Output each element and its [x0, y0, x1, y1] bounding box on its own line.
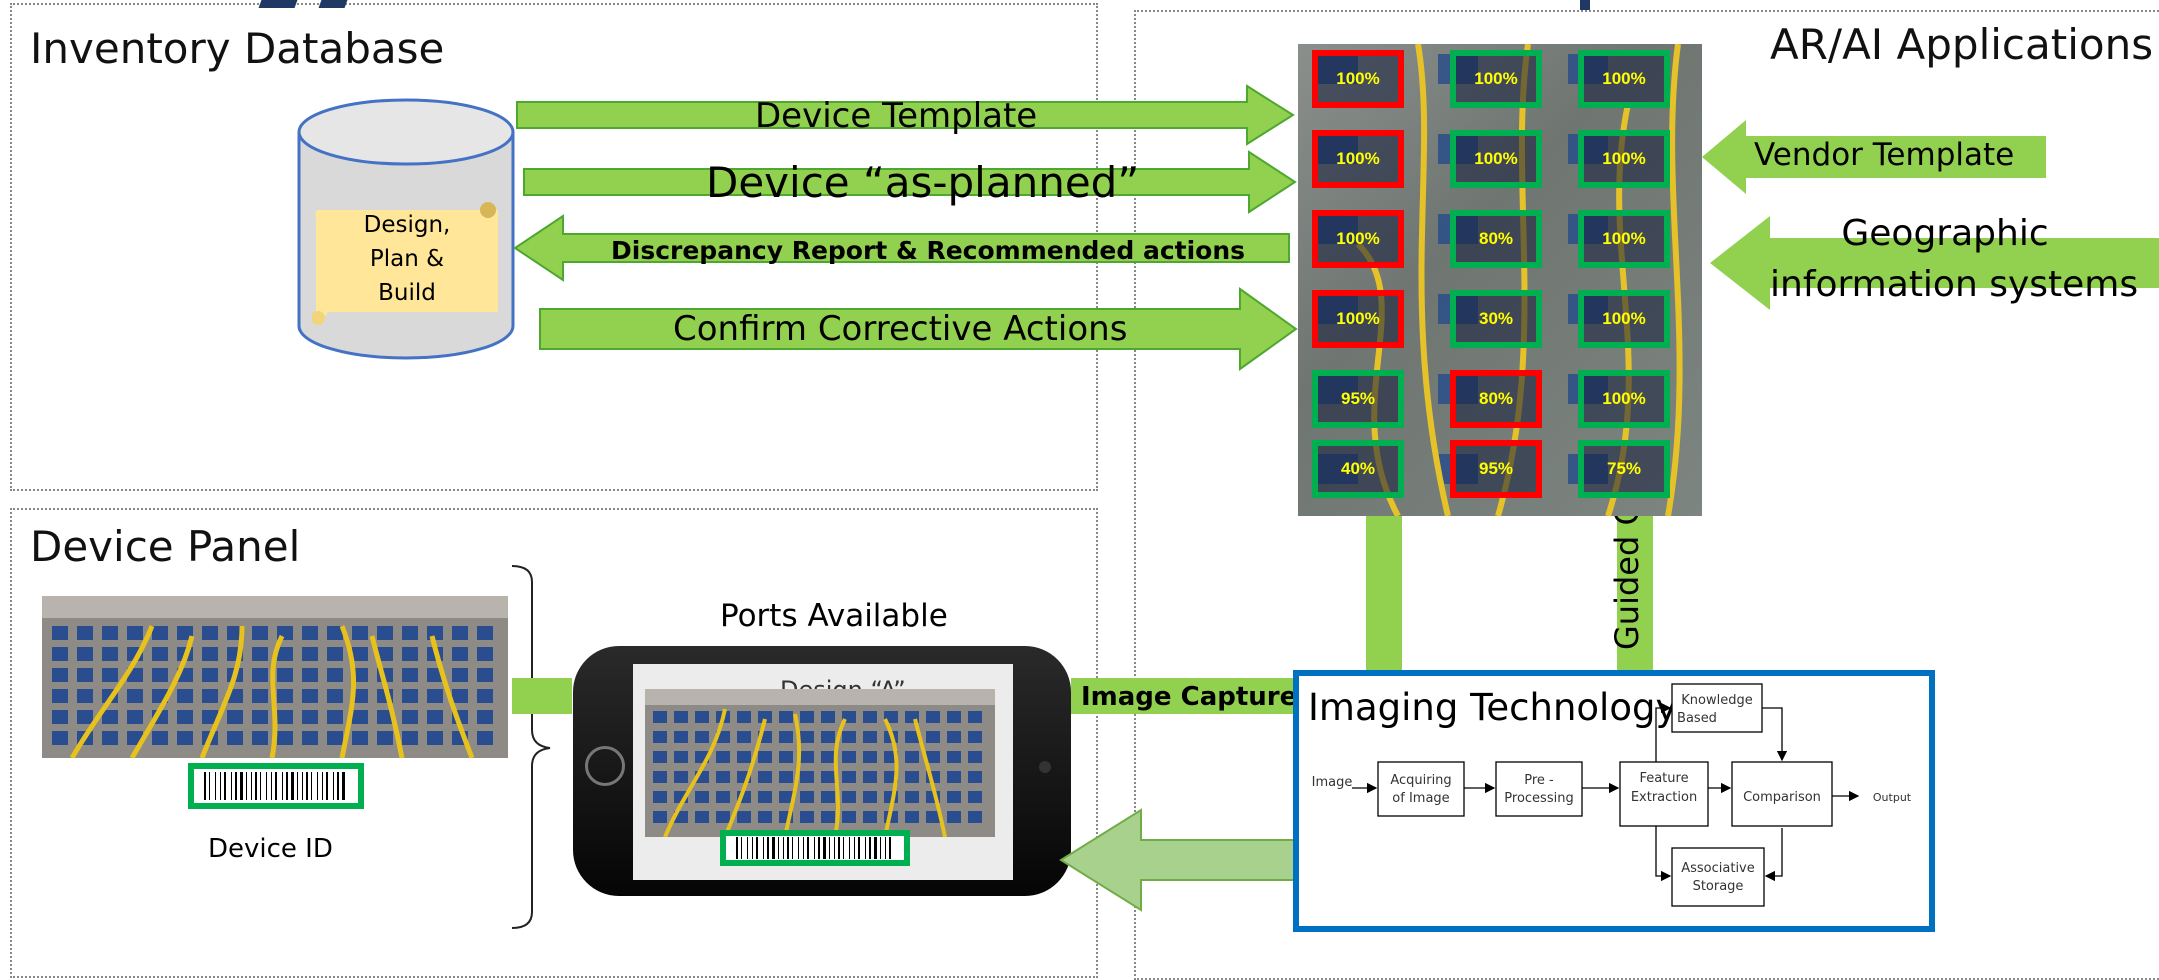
vendor-template-arrow: [1702, 120, 2046, 194]
inventory-database-title: Inventory Database: [30, 24, 445, 73]
db-label-line-1: Design,: [363, 212, 451, 238]
guided-label: Guided C: [1608, 503, 1646, 650]
image-input-text: Image: [1312, 775, 1352, 790]
ar-percent-box: 100%: [1312, 50, 1404, 108]
ar-percent-value: 100%: [1336, 149, 1380, 168]
phone-screen-ports: [645, 689, 995, 837]
device-panel-photo: [42, 596, 508, 758]
device-id-barcode: [204, 772, 345, 800]
ar-percent-value: 75%: [1606, 459, 1642, 478]
ar-percent-value: 100%: [1336, 229, 1380, 248]
title-remnant-3: [1580, 0, 1590, 10]
ar-percent-value: 100%: [1602, 149, 1646, 168]
ar-percent-value: 100%: [1336, 309, 1380, 328]
phone-home-button[interactable]: [585, 746, 625, 786]
title-remnant-2: [318, 0, 348, 8]
ar-percent-box: 100%: [1578, 210, 1670, 268]
image-capture-connector-vertical: [1366, 510, 1402, 670]
device-template-arrow: [516, 84, 1295, 146]
image-capture-connector: [1071, 678, 1295, 714]
device-panel-ports: [42, 596, 508, 758]
device-as-planned-arrow: [523, 150, 1297, 214]
associative-storage-box: [1671, 847, 1765, 907]
confirm-actions-arrow: [539, 287, 1298, 371]
phone-screen-photo: [645, 689, 995, 837]
ar-percent-value: 80%: [1478, 389, 1514, 408]
ar-percent-box: 30%: [1450, 290, 1542, 348]
ar-percent-box: 100%: [1312, 290, 1404, 348]
ports-available-label: Ports Available: [720, 598, 948, 634]
sticky-note: [312, 202, 498, 325]
ar-percent-box: 100%: [1578, 370, 1670, 428]
ar-percent-box: 100%: [1450, 130, 1542, 188]
discrepancy-label: Discrepancy Report & Recommended actions: [611, 236, 1246, 265]
device-id-label: Device ID: [208, 834, 333, 864]
device-to-phone-connector: [512, 678, 572, 714]
comparison-text: Comparison: [1743, 790, 1821, 805]
preprocessing-line-2: Processing: [1504, 791, 1573, 806]
feature-line-2: Extraction: [1631, 790, 1697, 805]
ar-percent-box: 100%: [1578, 290, 1670, 348]
phone-barcode: [736, 837, 891, 859]
device-as-planned-label: Device “as-planned”: [706, 158, 1140, 207]
preprocessing-line-1: Pre -: [1524, 773, 1554, 788]
ar-percent-value: 100%: [1602, 309, 1646, 328]
discrepancy-arrow: [513, 214, 1290, 282]
geographic-arrow: [1710, 216, 2159, 310]
ar-percent-box: 100%: [1312, 210, 1404, 268]
ar-percent-box: 100%: [1312, 130, 1404, 188]
feature-extraction-box: [1619, 761, 1709, 827]
ar-percent-value: 80%: [1478, 229, 1514, 248]
ar-percent-value: 100%: [1602, 229, 1646, 248]
ar-percent-value: 40%: [1340, 459, 1376, 478]
ar-percent-value: 95%: [1340, 389, 1376, 408]
device-template-label: Device Template: [755, 96, 1038, 136]
ar-percent-box: 80%: [1450, 210, 1542, 268]
ar-percent-box: 40%: [1312, 440, 1404, 498]
device-panel-title: Device Panel: [30, 522, 301, 571]
comparison-box: [1731, 761, 1833, 827]
geographic-label-line-2: information systems: [1770, 264, 2139, 305]
ar-percent-box: 100%: [1450, 50, 1542, 108]
ar-overlay-grid: 100% 100% 100% 100% 100% 100% 100% 80% 100% 100% 3…: [1298, 44, 1702, 516]
acquiring-box: [1377, 761, 1465, 817]
return-to-phone-arrow: [1059, 808, 1295, 912]
ar-percent-value: 95%: [1478, 459, 1514, 478]
ar-percent-value: 100%: [1336, 69, 1380, 88]
bracket: [511, 565, 551, 929]
ar-percent-box: 95%: [1450, 440, 1542, 498]
ar-percent-box: 100%: [1578, 130, 1670, 188]
acquiring-line-2: of Image: [1392, 791, 1449, 806]
guided-connector-vertical: [1617, 510, 1653, 670]
feature-line-1: Feature: [1639, 771, 1688, 786]
vendor-template-label: Vendor Template: [1754, 137, 2015, 173]
phone-camera: [1039, 761, 1051, 773]
title-remnant-1: [258, 0, 298, 8]
acquiring-line-1: Acquiring: [1390, 773, 1451, 788]
db-label-line-3: Build: [378, 280, 436, 306]
ar-percent-box: 80%: [1450, 370, 1542, 428]
ar-ai-applications-title: AR/AI Applications: [1770, 20, 2154, 69]
ar-percent-value: 100%: [1474, 69, 1518, 88]
geographic-label-line-1: Geographic: [1841, 213, 2049, 254]
ar-percent-value: 100%: [1602, 69, 1646, 88]
confirm-actions-label: Confirm Corrective Actions: [673, 309, 1128, 349]
db-label-line-2: Plan &: [369, 246, 445, 272]
knowledge-line-1: Knowledge: [1681, 693, 1752, 708]
ar-percent-box: 100%: [1578, 50, 1670, 108]
knowledge-based-box: [1671, 683, 1763, 733]
associative-line-1: Associative: [1681, 861, 1755, 876]
ar-percent-value: 100%: [1474, 149, 1518, 168]
knowledge-line-2: Based: [1677, 711, 1717, 726]
ar-percent-box: 75%: [1578, 440, 1670, 498]
ar-percent-value: 100%: [1602, 389, 1646, 408]
image-capture-label: Image Capture: [1081, 682, 1298, 712]
preprocessing-box: [1495, 761, 1583, 817]
ar-percent-value: 30%: [1478, 309, 1514, 328]
ar-percent-box: 95%: [1312, 370, 1404, 428]
imaging-flow-diagram: Image Acquiring of Image Pre - Processin…: [1312, 683, 1912, 907]
imaging-technology-title: Imaging Technology: [1308, 686, 1678, 729]
associative-line-2: Storage: [1693, 879, 1744, 894]
output-text: Output: [1873, 791, 1912, 804]
